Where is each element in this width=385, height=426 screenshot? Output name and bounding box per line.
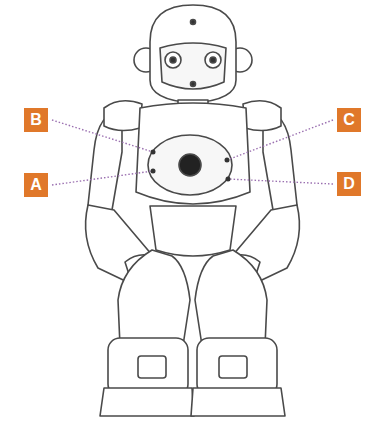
callout-box: D <box>337 172 361 196</box>
leader-lines <box>52 120 333 185</box>
callout-letter: A <box>30 177 42 193</box>
callout-letter: D <box>343 176 355 192</box>
callout-letter: C <box>343 112 355 128</box>
callout-box: A <box>24 173 48 197</box>
callout-box: C <box>337 108 361 132</box>
callout-letter: B <box>30 112 42 128</box>
callout-box: B <box>24 108 48 132</box>
